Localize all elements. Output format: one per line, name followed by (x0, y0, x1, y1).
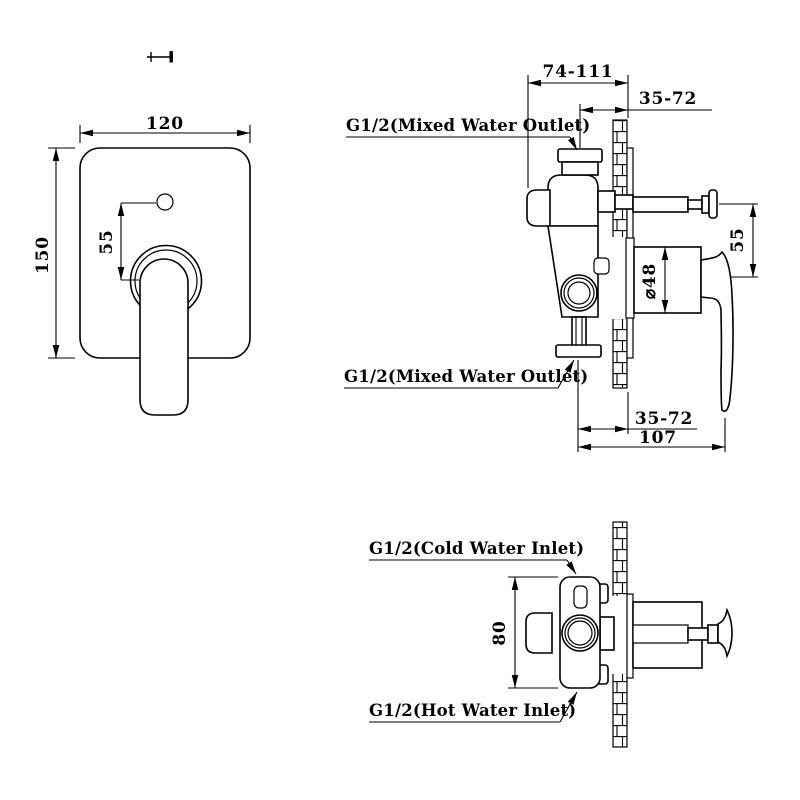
top-port-neck (561, 161, 599, 176)
top-view: 80 G1/2(Cold Water Inlet) G1/2(Hot Water… (369, 521, 733, 748)
valve-body-side (526, 148, 634, 358)
mixed-outlet-top-text: G1/2(Mixed Water Outlet) (346, 116, 590, 135)
faceplate-edge-top (626, 593, 634, 679)
bottom-port-flange (555, 344, 602, 358)
knob-offset-dim-text: 55 (728, 227, 748, 252)
top-port-flange (557, 148, 603, 163)
bottom-port-stem (571, 316, 587, 347)
wall-range-bottom-dimension: 35-72 107 (577, 360, 726, 452)
mixed-outlet-label-top: G1/2(Mixed Water Outlet) (346, 116, 590, 151)
depth-range-dim-text: 74-111 (543, 62, 614, 82)
body-shoulder (547, 174, 599, 227)
wall-range-top-dim-text: 35-72 (639, 89, 697, 109)
body-width-dimension: 80 (490, 576, 558, 689)
cartridge-nut (597, 190, 616, 213)
body-slot (573, 585, 588, 609)
valve-body-top (525, 576, 615, 689)
diverter-button (156, 193, 174, 211)
top-port-ring-inner (567, 620, 593, 646)
mounting-bracket (625, 237, 635, 319)
hot-inlet-text: G1/2(Hot Water Inlet) (369, 701, 576, 720)
scale-mark-icon (147, 51, 173, 63)
front-width-dimension: 120 (79, 114, 251, 143)
side-port-ring-inner (567, 281, 591, 305)
side-view: 74-111 35-72 55 ⌀48 35-72 (344, 62, 758, 452)
stem-rod-top (687, 627, 709, 641)
hot-inlet-label: G1/2(Hot Water Inlet) (369, 691, 578, 723)
depth-range-dimension: 74-111 (527, 62, 629, 188)
trim-and-handle-top (632, 601, 733, 669)
cold-inlet-text: G1/2(Cold Water Inlet) (369, 539, 584, 558)
mixed-outlet-label-bottom: G1/2(Mixed Water Outlet) (344, 359, 588, 389)
handle-hub-top (707, 624, 719, 644)
pull-rod (632, 196, 689, 213)
front-offset-dimension: 55 (97, 202, 156, 281)
wall-sleeve (614, 194, 634, 210)
knob-cap (708, 189, 718, 219)
trim-diameter-dimension: ⌀48 (640, 247, 669, 313)
diverter-rod (632, 189, 718, 219)
pull-rod-tip (687, 199, 703, 210)
handle-lever-top (717, 607, 733, 659)
body-detail-square (593, 257, 610, 275)
body-width-dim-text: 80 (490, 620, 510, 645)
wall-range-bottom-dim-text: 35-72 (635, 409, 693, 429)
stem-top (632, 624, 689, 644)
front-height-dimension: 150 (33, 147, 75, 359)
knob-offset-dimension: 55 (719, 203, 758, 277)
mixed-outlet-end (525, 612, 553, 654)
knob-collar (701, 195, 710, 214)
body-left-boss (526, 189, 551, 227)
wall-sleeve-top (599, 616, 615, 651)
handle-lever-side (700, 250, 734, 413)
front-offset-dim-text: 55 (97, 229, 117, 254)
mixed-outlet-bottom-text: G1/2(Mixed Water Outlet) (344, 367, 588, 386)
front-height-dim-text: 150 (33, 236, 53, 274)
front-view: 120 150 55 (33, 114, 251, 416)
trim-diameter-dim-text: ⌀48 (640, 263, 660, 299)
handle-lever-front (139, 258, 189, 416)
total-depth-dim-text: 107 (639, 428, 677, 448)
cold-inlet-label: G1/2(Cold Water Inlet) (369, 539, 584, 575)
wall-range-top-dimension: 35-72 (579, 89, 712, 148)
front-width-dim-text: 120 (146, 114, 184, 134)
